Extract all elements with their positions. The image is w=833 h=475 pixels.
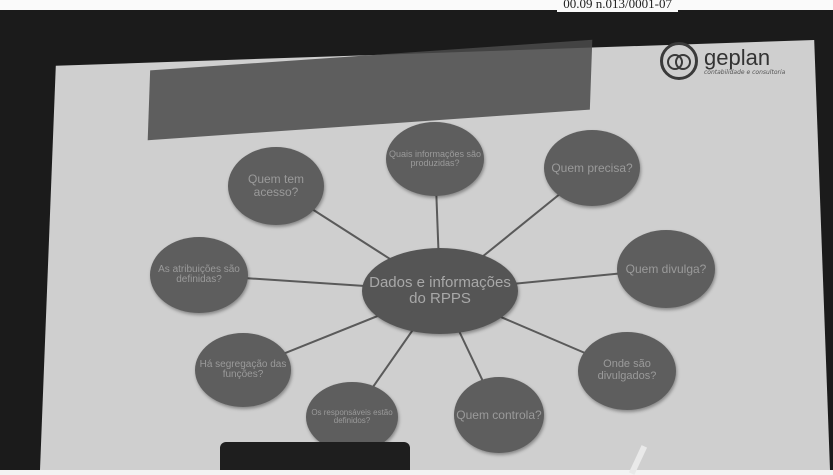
logo-name: geplan: [704, 44, 771, 70]
node-responsaveis: Os responsáveis estão definidos?: [306, 382, 398, 452]
node-quais-informacoes: Quais informações são produzidas?: [386, 122, 484, 196]
paper-top-strip: [0, 0, 833, 10]
node-quem-tem-acesso: Quem tem acesso?: [228, 147, 324, 225]
node-quem-divulga: Quem divulga?: [617, 230, 715, 308]
node-onde-divulgados: Onde são divulgados?: [578, 332, 676, 410]
center-node: Dados e informações do RPPS: [362, 248, 518, 334]
geplan-logo-icon: [660, 42, 698, 80]
foreground-object: [220, 442, 410, 470]
logo-tagline: contabilidade e consultoria: [704, 68, 786, 76]
node-quem-precisa: Quem precisa?: [544, 130, 640, 206]
node-segregacao: Há segregação das funções?: [195, 333, 291, 407]
geplan-logo: geplan contabilidade e consultoria: [660, 42, 785, 80]
node-atribuicoes: As atribuições são definidas?: [150, 237, 248, 313]
header-partial-text: 00.09 n.013/0001-07: [557, 0, 678, 12]
node-quem-controla: Quem controla?: [454, 377, 544, 453]
